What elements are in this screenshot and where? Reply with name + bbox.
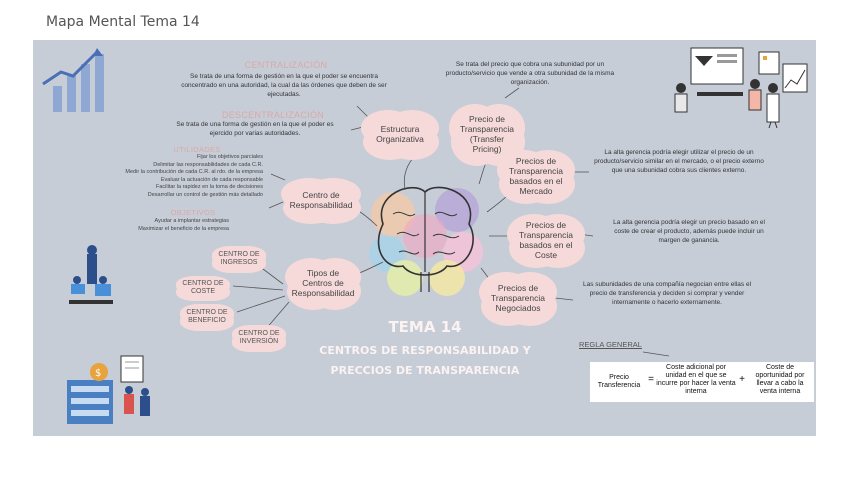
- tipos-centros-node: Tipos de Centros de Responsabilidad: [295, 262, 351, 304]
- negociados-text: Las subunidades de una compañía negocian…: [579, 280, 755, 307]
- precios-mercado-node: Precios de Transparencia basados en el M…: [507, 154, 565, 198]
- list-item: Delimitar las responsabilidades de cada …: [93, 162, 263, 170]
- precios-negociados-node: Precios de Transparencia Negociados: [489, 276, 547, 320]
- utilidades-heading: UTILIDADES: [157, 145, 237, 154]
- list-item: Evaluar la actuación de cada responsable: [93, 177, 263, 185]
- regla-general-heading: REGLA GENERAL: [579, 340, 642, 349]
- list-item: Medir la contribución de cada C.R. al rd…: [93, 169, 263, 177]
- objetivos-heading: OBJETIVOS: [153, 208, 233, 217]
- centro-responsabilidad-node: Centro de Responsabilidad: [291, 182, 351, 218]
- list-item: Fijar los objetivos parciales: [93, 154, 263, 162]
- centro-coste-node: CENTRO DE COSTE: [181, 278, 225, 298]
- tema-subtitle-2: PRECCIOS DE TRANSPARENCIA: [265, 364, 585, 377]
- mind-map-canvas: $: [33, 40, 816, 436]
- formula-plus: +: [736, 376, 748, 384]
- formula-term2: Coste de oportunidad por llevar a cabo l…: [748, 364, 812, 396]
- estructura-organizativa-node: Estructura Organizativa: [371, 114, 429, 154]
- precio-transferencia-definition: Se trata del precio que cobra una subuni…: [445, 60, 615, 87]
- list-item: Facilitar la rapidez en la toma de decis…: [93, 184, 263, 192]
- tema-subtitle-1: CENTROS DE RESPONSABILIDAD Y: [265, 344, 585, 357]
- coste-text: La alta gerencia podría elegir un precio…: [609, 218, 769, 245]
- precio-transferencia-node: Precio de Transparencia (Transfer Pricin…: [459, 108, 515, 160]
- formula-term1: Coste adicional por unidad en el que se …: [656, 364, 736, 396]
- centralizacion-heading: CENTRALIZACIÓN: [231, 60, 341, 70]
- mercado-text: La alta gerencia podría elegir utilizar …: [593, 148, 765, 175]
- descentralizacion-text: Se trata de una forma de gestión en la q…: [165, 120, 345, 138]
- document-title: Mapa Mental Tema 14: [46, 14, 200, 30]
- descentralizacion-heading: DESCENTRALIZACIÓN: [211, 110, 335, 120]
- list-item: Ayudar a implantar estrategias: [99, 218, 229, 226]
- centro-beneficio-node: CENTRO DE BENEFICIO: [185, 306, 229, 328]
- precios-coste-node: Precios de Transparencia basados en el C…: [517, 218, 575, 262]
- list-item: Maximizar el beneficio de la empresa: [99, 226, 229, 234]
- list-item: Desarrollar un control de gestión más de…: [93, 192, 263, 200]
- formula-box: Precio Transferencia = Coste adicional p…: [590, 362, 814, 402]
- utilidades-list: Fijar los objetivos parciales Delimitar …: [93, 154, 263, 199]
- formula-lhs: Precio Transferencia: [594, 374, 644, 390]
- objetivos-list: Ayudar a implantar estrategias Maximizar…: [99, 218, 229, 233]
- tema-title: TEMA 14: [325, 318, 525, 336]
- centralizacion-text: Se trata de una forma de gestión en la q…: [173, 72, 395, 99]
- centro-ingresos-node: CENTRO DE INGRESOS: [217, 248, 261, 270]
